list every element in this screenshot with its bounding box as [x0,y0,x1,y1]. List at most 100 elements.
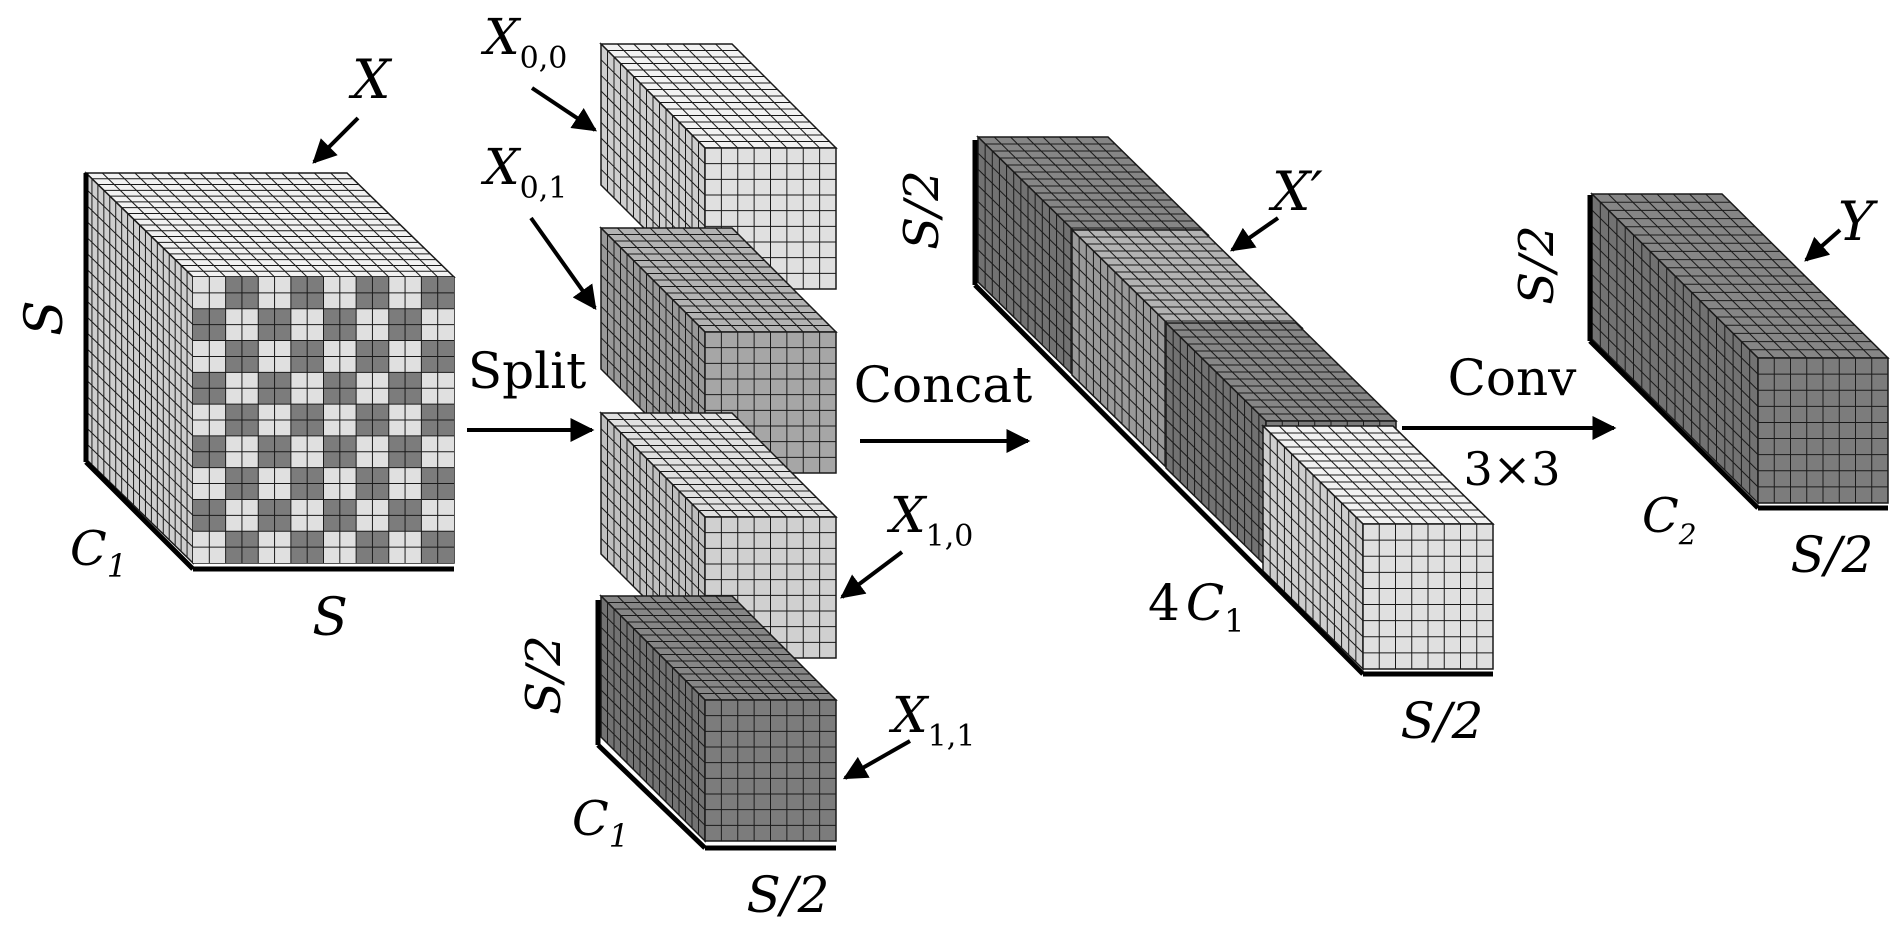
label-c1-split: C1 [572,791,629,855]
grid-line [1165,403,1267,502]
checker-cell [421,340,438,357]
checker-cell [307,308,324,325]
checker-cell [372,292,389,309]
checker-cell [274,340,291,357]
checker-cell [258,292,275,309]
checker-cell [274,404,291,420]
grid-line [1165,419,1267,519]
checker-cell [258,277,275,293]
checker-cell [290,324,308,341]
checker-cell [339,340,357,357]
checker-cell [258,388,275,405]
checker-cell [209,340,226,357]
checker-cell [323,515,340,532]
grid-line [1591,274,1759,439]
checker-cell [225,356,242,373]
checker-cell [356,515,373,532]
checker-cell [193,531,210,548]
checker-cell [307,483,324,500]
checker-cell [307,292,324,309]
grid-line [85,347,194,453]
checker-cell [405,515,422,532]
checker-cell [193,404,210,420]
grid-line [977,201,1079,300]
grid-line [600,443,706,549]
checker-cell [356,388,373,405]
checker-cell [241,292,259,309]
checker-cell [339,531,357,548]
checker-cell [405,340,422,357]
checker-cell [193,308,210,325]
grid-line [85,442,194,548]
checker-cell [339,420,357,436]
checker-cell [372,388,389,405]
checker-cell [193,292,210,309]
checker-cell [339,372,357,389]
grid-line [1262,522,1364,622]
label-x00: X0,0 [480,8,567,76]
checker-cell [241,324,259,341]
grid-line [600,475,706,581]
checker-cell [225,292,242,309]
checker-cell [307,515,324,532]
checker-cell [323,292,340,309]
grid-line [1165,370,1267,470]
checker-cell [405,483,422,500]
checker-cell [193,340,210,357]
checker-cell [405,467,422,484]
checker-cell [339,547,357,563]
checker-cell [290,435,308,452]
op-split-label: Split [468,342,586,400]
grid-line [85,426,194,532]
checker-cell [323,277,340,293]
grid-line [977,152,1079,252]
grid-line [1591,258,1759,423]
grid-line [85,315,194,421]
checker-cell [388,420,406,436]
checker-cell [258,340,275,357]
checker-cell [388,372,406,389]
checker-cell [307,499,324,516]
checker-cell [274,356,291,373]
checker-cell [225,435,242,452]
checker-cell [405,451,422,468]
checker-cell [209,451,226,468]
grid-line [1591,322,1759,488]
checker-cell [307,340,324,357]
checker-cell [437,483,454,500]
checker-cell [421,531,438,548]
grid-line [977,168,1079,268]
grid-line [977,217,1079,316]
checker-cell [437,547,454,563]
checker-cell [209,404,226,420]
label-c1-x: C1 [70,521,127,585]
checker-cell [209,435,226,452]
checker-cell [307,324,324,341]
checker-cell [225,451,242,468]
checker-cell [356,531,373,548]
checker-cell [405,531,422,548]
checker-cell [437,388,454,405]
checker-cell [323,499,340,516]
grid-line [1262,441,1364,541]
checker-cell [437,467,454,484]
checker-cell [388,451,406,468]
label-s2-concat-bottom: S/2 [1401,692,1484,750]
checker-cell [241,388,259,405]
label-s2-y-bottom: S/2 [1791,526,1874,584]
checker-cell [437,499,454,516]
checker-cell [323,531,340,548]
checker-cell [274,515,291,532]
checker-cell [405,277,422,293]
checker-cell [323,547,340,563]
label-x10: X1,0 [886,486,973,554]
checker-cell [290,515,308,532]
checker-cell [388,499,406,516]
grid-line [85,331,194,437]
grid-line [85,283,194,389]
checker-cell [290,372,308,389]
checker-cell [339,324,357,341]
checker-cell [209,420,226,436]
checker-cell [323,435,340,452]
